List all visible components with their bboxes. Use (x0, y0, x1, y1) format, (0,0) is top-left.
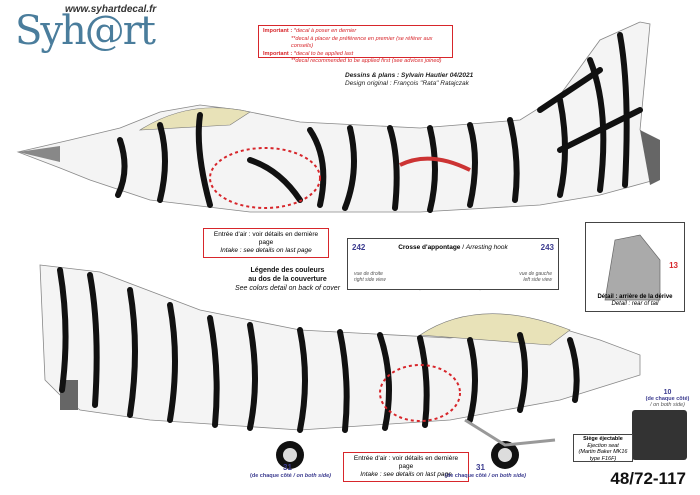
both-side-fr: (de chaque côté (445, 473, 487, 479)
website-url[interactable]: www.syhartdecal.fr (65, 4, 157, 15)
bottom-aircraft-profile (39, 264, 641, 469)
ejection-seat-panel: Siège éjectable Ejection seat (Martin Ba… (573, 434, 633, 462)
seat-title-en: Ejection seat (587, 442, 619, 449)
note-en-1: *decal to be applied last (293, 50, 354, 57)
note-fr-2: **decal à placer de préférence en premie… (291, 35, 433, 50)
tail-detail-panel: 13 Détail : arrière de la dérive Detail … (585, 222, 685, 312)
tail-label-13: 13 (669, 261, 678, 270)
note-en-2: **decal recommended to be applied first … (291, 58, 442, 64)
intake-note-fr: Entrée d'air : voir détails en dernière … (353, 455, 459, 470)
both-side-en: / on both side) (488, 473, 526, 479)
intake-note-en: Intake : see details on last page (360, 471, 452, 478)
syhart-logo: Syh@rt (15, 8, 156, 54)
intake-note-top: Entrée d'air : voir détails en dernière … (203, 228, 329, 258)
left-view-fr: vue de gauche (519, 271, 552, 277)
both-side-fr: (de chaque côté (250, 473, 292, 479)
hook-label-242: 242 (352, 243, 366, 252)
tail-title-en: Detail : rear of tail (611, 301, 659, 307)
both-side-note-left: (de chaque côté / on both side) (250, 473, 331, 479)
hook-title-en: Arresting hook (465, 244, 508, 251)
both-side-note-right: (de chaque côté / on both side) (445, 473, 526, 479)
sheet-code: 48/72-117 (610, 469, 686, 488)
label-31-left: 31 (283, 463, 292, 472)
credit-drawings: Dessins & plans : Sylvain Hautier 04/202… (345, 72, 474, 79)
intake-note-bottom: Entrée d'air : voir détails en dernière … (343, 452, 469, 482)
important-label: Important : (263, 28, 293, 34)
legend-line-3: See colors detail on back of cover (234, 285, 341, 292)
ejection-seat-image (632, 410, 687, 460)
seat-note-en: / on both side) (650, 402, 685, 408)
arresting-hook-panel: Crosse d'appontage / Arresting hook 242 … (347, 238, 559, 290)
both-side-en: / on both side) (293, 473, 331, 479)
note-fr-1: *decal à poser en dernier (293, 28, 357, 34)
hook-title-fr: Crosse d'appontage (398, 244, 461, 251)
color-legend-note: Légende des couleurs au dos de la couver… (220, 266, 355, 293)
seat-type: (Martin Baker MK16 type F16F) (578, 449, 628, 462)
label-31-right: 31 (476, 463, 485, 472)
hook-label-243: 243 (540, 243, 554, 252)
tail-detail-drawing (604, 234, 661, 301)
important-notice: Important : *decal à poser en dernier **… (258, 25, 453, 64)
intake-note-fr: Entrée d'air : voir détails en dernière … (213, 231, 319, 246)
legend-line-1: Légende des couleurs (250, 267, 325, 274)
important-label: Important : (263, 50, 293, 57)
seat-num-note: 10 (de chaque côté) / on both side) (640, 389, 695, 408)
seat-title: Siège éjectable (583, 436, 623, 442)
credit-design: Design original : François "Rata" Ratajc… (345, 80, 469, 87)
tail-title-fr: Détail : arrière de la dérive (597, 294, 673, 300)
seat-label-10: 10 (663, 389, 672, 396)
credits: Dessins & plans : Sylvain Hautier 04/202… (345, 72, 473, 88)
top-aircraft-profile (16, 21, 660, 213)
seat-note-fr: (de chaque côté) (645, 396, 690, 402)
right-view-fr: vue de droite (354, 271, 383, 277)
legend-line-2: au dos de la couverture (248, 276, 327, 283)
intake-note-en: Intake : see details on last page (220, 247, 312, 254)
right-view-en: right side view (354, 277, 386, 283)
left-view-en: left side view (523, 277, 552, 283)
